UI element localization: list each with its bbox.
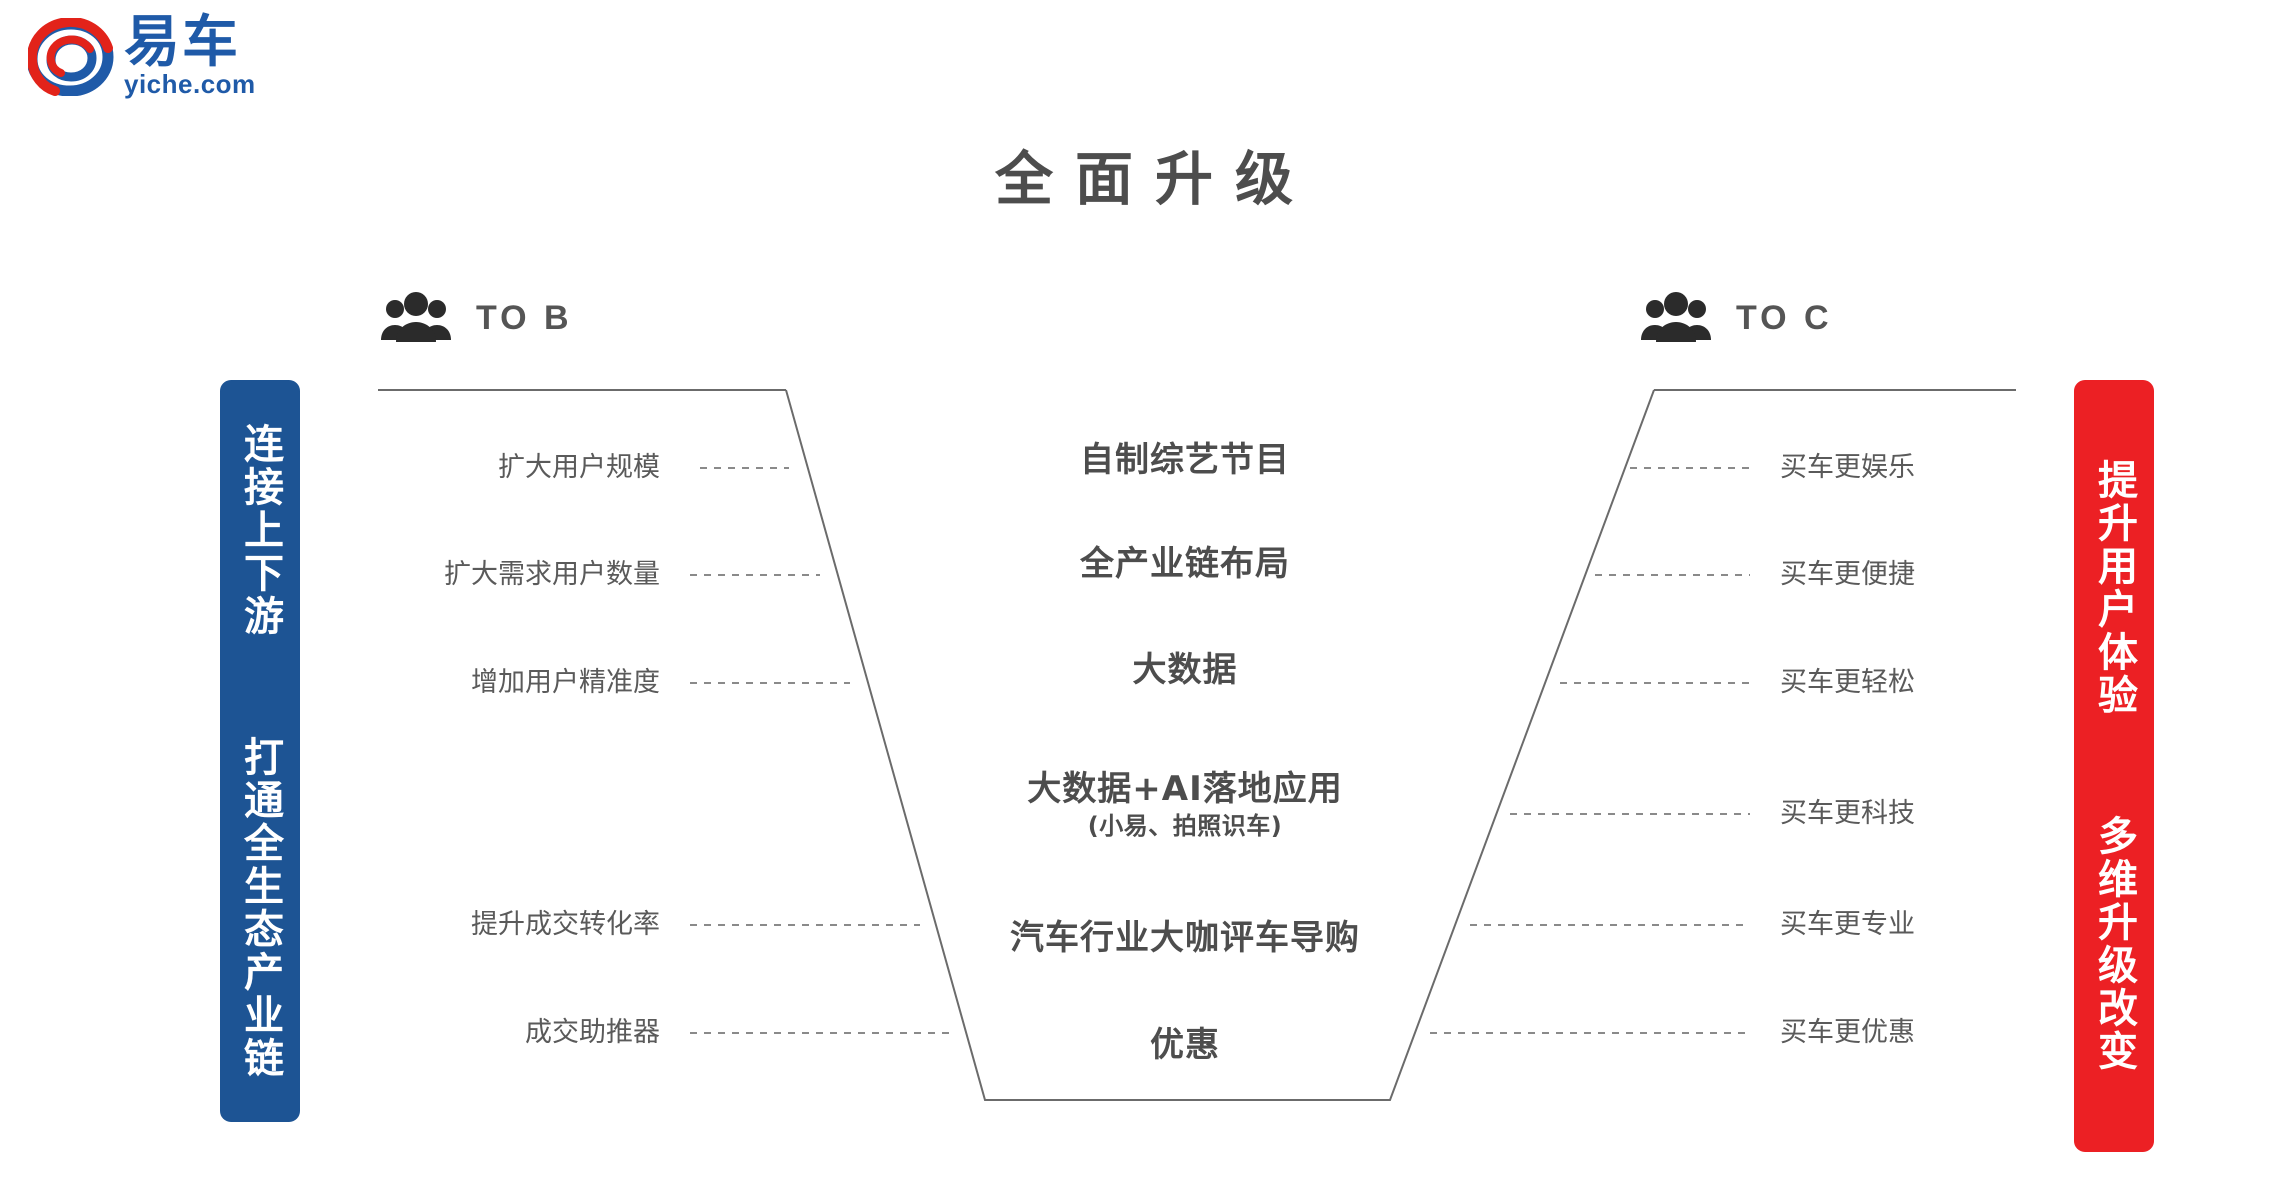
segment-label-to-c: TO C: [1736, 298, 1833, 337]
brand-url: yiche.com: [124, 69, 256, 99]
funnel-center-item: 优惠: [1150, 1024, 1220, 1066]
funnel-center-item: 大数据+AI落地应用 (小易、拍照识车): [1027, 768, 1342, 842]
funnel-center-item: 汽车行业大咖评车导购: [1010, 917, 1360, 959]
list-item: 买车更科技: [1780, 798, 1915, 829]
banner-left-tob: 连接上下游 打通全生态产业链: [220, 380, 300, 1122]
people-group-icon: [1641, 292, 1711, 342]
banner-right-text: 提升用户体验 多维升级改变: [2091, 459, 2137, 1073]
segment-label-to-b: TO B: [476, 298, 573, 337]
brand-wordmark: 易车 yiche.com: [124, 10, 256, 99]
list-item: 买车更优惠: [1780, 1017, 1915, 1048]
list-item: 成交助推器: [525, 1017, 660, 1048]
funnel-center-label: 大数据: [1132, 650, 1238, 690]
people-group-icon: [381, 292, 451, 342]
page-title: 全面升级: [994, 145, 1315, 213]
segment-header-to-b: TO B: [378, 292, 573, 344]
funnel-center-sublabel: (小易、拍照识车): [1087, 812, 1283, 840]
banner-left-text: 连接上下游 打通全生态产业链: [237, 422, 283, 1080]
funnel-center-item: 大数据: [1133, 649, 1238, 691]
funnel-center-label: 优惠: [1150, 1025, 1220, 1065]
segment-header-to-c: TO C: [1638, 292, 1833, 344]
banner-right-toc: 提升用户体验 多维升级改变: [2074, 380, 2154, 1152]
list-item: 扩大需求用户数量: [444, 559, 660, 590]
connector-lines-left: [690, 467, 950, 1034]
funnel-outline: [785, 389, 1655, 1101]
yiche-spiral-logo-icon: [28, 18, 114, 96]
list-item: 买车更娱乐: [1780, 452, 1915, 483]
funnel-center-label: 全产业链布局: [1080, 544, 1290, 584]
list-item: 买车更专业: [1780, 909, 1915, 940]
list-item: 增加用户精准度: [471, 667, 660, 698]
funnel-center-label: 汽车行业大咖评车导购: [1010, 918, 1360, 958]
brand-logo: 易车 yiche.com: [28, 12, 348, 104]
funnel-center-item: 全产业链布局: [1080, 543, 1290, 585]
list-item: 扩大用户规模: [498, 452, 660, 483]
list-item: 买车更便捷: [1780, 559, 1915, 590]
funnel-center-label: 大数据+AI落地应用: [1027, 769, 1343, 809]
brand-name-cn: 易车: [124, 10, 240, 75]
list-item: 提升成交转化率: [471, 909, 660, 940]
funnel-center-item: 自制综艺节目: [1080, 439, 1290, 481]
list-item: 买车更轻松: [1780, 667, 1915, 698]
connector-lines-right: [1430, 467, 1750, 1034]
funnel-center-label: 自制综艺节目: [1080, 440, 1290, 480]
